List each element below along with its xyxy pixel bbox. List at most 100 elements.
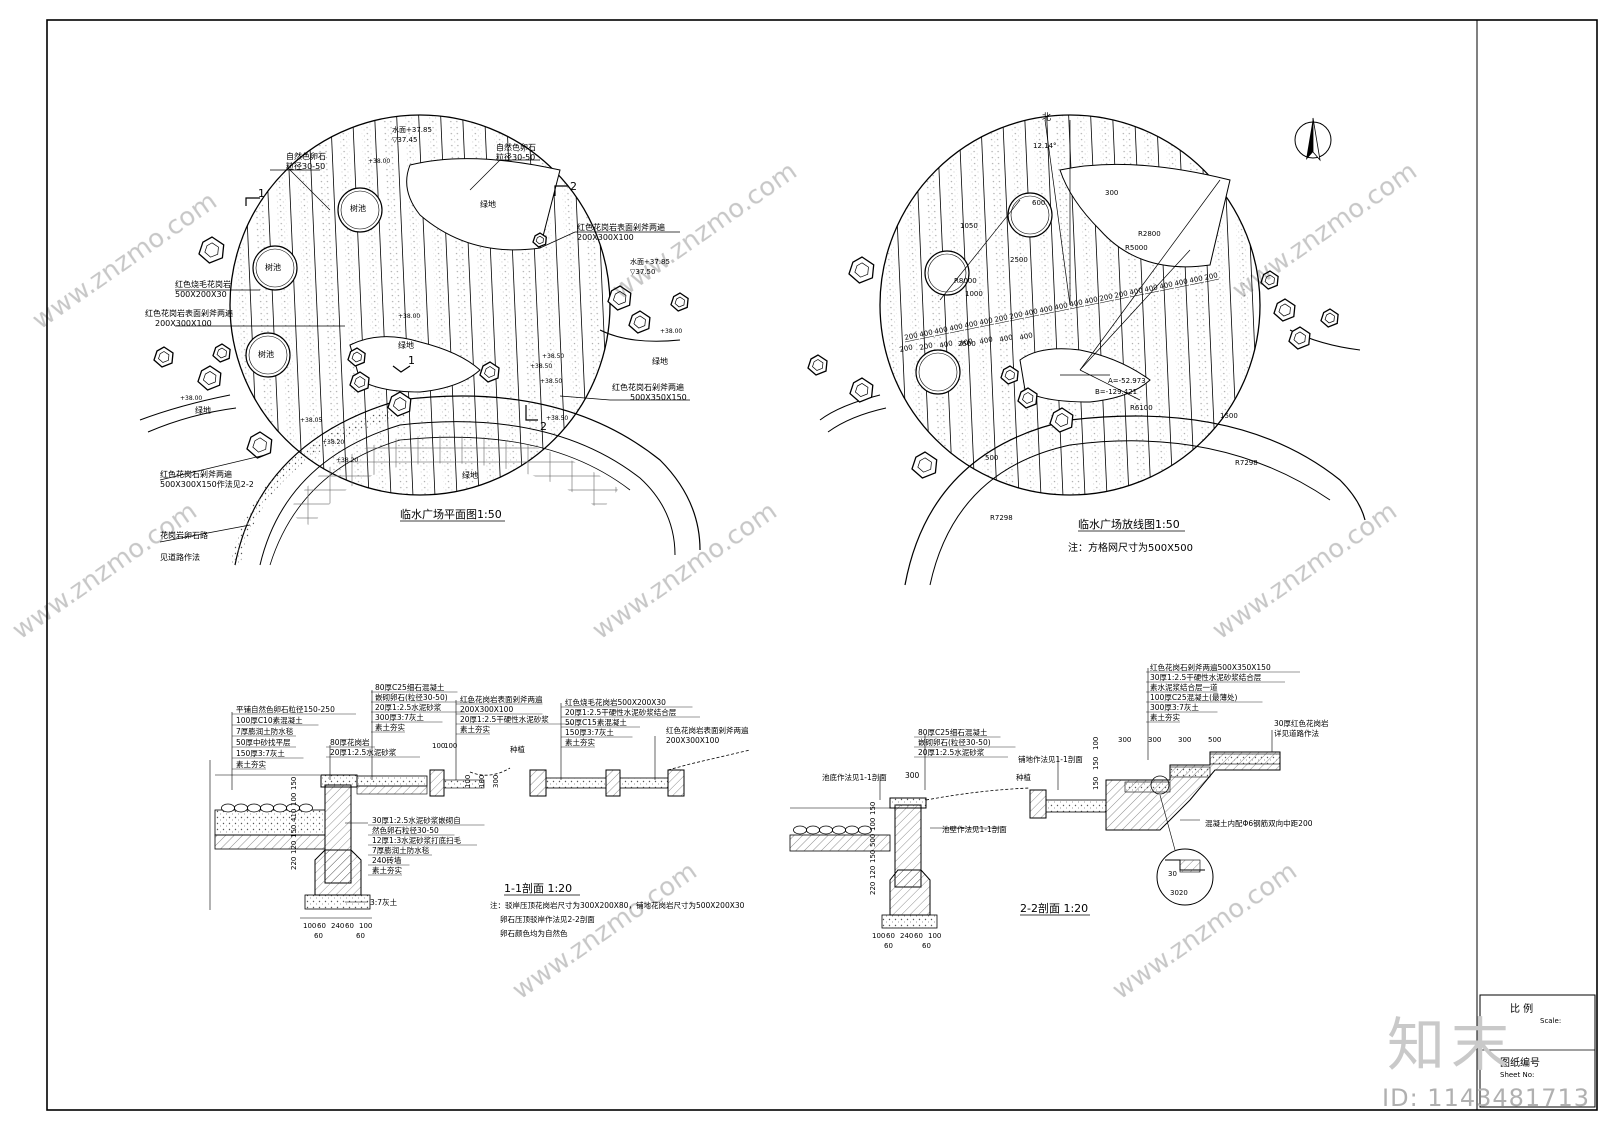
svg-text:30: 30 <box>1168 870 1177 878</box>
svg-text:100: 100 <box>444 742 457 750</box>
svg-text:60: 60 <box>914 932 923 940</box>
svg-text:20厚1:2.5干硬性水泥砂浆结合层: 20厚1:2.5干硬性水泥砂浆结合层 <box>565 707 677 717</box>
section-2-title: 2-2剖面 1:20 <box>1020 901 1088 915</box>
svg-text:150: 150 <box>869 802 877 815</box>
svg-text:+38.00: +38.00 <box>368 158 390 165</box>
svg-text:500X350X150: 500X350X150 <box>630 393 687 402</box>
svg-text:嵌砌卵石(粒径30-50): 嵌砌卵石(粒径30-50) <box>918 737 991 747</box>
tree-pit <box>337 187 383 233</box>
svg-text:R8000: R8000 <box>954 277 977 285</box>
svg-text:12厚1:3水泥砂浆打底扫毛: 12厚1:3水泥砂浆打底扫毛 <box>372 835 462 845</box>
svg-text:www.znzmo.com: www.znzmo.com <box>7 496 203 646</box>
plan-title: 临水广场平面图1:50 <box>400 507 502 521</box>
svg-text:www.znzmo.com: www.znzmo.com <box>1207 496 1403 646</box>
svg-text:红色花岗石剁斧两遍500X350X150: 红色花岗石剁斧两遍500X350X150 <box>1150 662 1271 672</box>
svg-text:2500: 2500 <box>1010 256 1028 264</box>
svg-text:400: 400 <box>934 325 949 336</box>
svg-text:平铺自然色卵石粒径150-250: 平铺自然色卵石粒径150-250 <box>236 704 335 714</box>
svg-text:120: 120 <box>869 866 877 879</box>
svg-text:400: 400 <box>949 322 964 333</box>
svg-text:200X300X100: 200X300X100 <box>666 736 719 745</box>
rock-icon <box>849 377 874 403</box>
svg-text:240: 240 <box>900 932 913 940</box>
outer-border <box>46 19 1598 1111</box>
svg-text:100厚C10素混凝土: 100厚C10素混凝土 <box>236 715 303 725</box>
svg-text:+38.50: +38.50 <box>540 378 562 385</box>
svg-text:北: 北 <box>1042 112 1051 123</box>
layout-plan-view: 北 12.14° 300 1050 600 2500 2500 1000 R28… <box>807 112 1366 586</box>
svg-text:150厚3:7灰土: 150厚3:7灰土 <box>236 748 285 758</box>
tree-pit <box>252 245 298 291</box>
svg-text:100: 100 <box>432 742 445 750</box>
svg-text:素土夯实: 素土夯实 <box>1150 712 1180 722</box>
svg-text:400: 400 <box>1129 286 1144 297</box>
svg-text:80厚花岗岩: 80厚花岗岩 <box>330 737 370 747</box>
svg-text:绿地: 绿地 <box>462 470 478 480</box>
svg-text:400: 400 <box>964 319 979 330</box>
svg-text:200: 200 <box>1114 289 1129 300</box>
svg-text:60: 60 <box>317 922 326 930</box>
svg-text:100: 100 <box>359 922 372 930</box>
rock-icon <box>1288 326 1311 350</box>
svg-text:80厚C25细石混凝土: 80厚C25细石混凝土 <box>918 727 988 737</box>
svg-text:400: 400 <box>1054 301 1069 312</box>
svg-text:见道路作法: 见道路作法 <box>160 552 200 562</box>
svg-text:400: 400 <box>1024 307 1039 318</box>
svg-text:图纸编号: 图纸编号 <box>1500 1056 1540 1069</box>
svg-text:铺地作法见1-1剖面: 铺地作法见1-1剖面 <box>1018 754 1083 764</box>
svg-text:20厚1:2.5干硬性水泥砂浆: 20厚1:2.5干硬性水泥砂浆 <box>460 714 549 724</box>
svg-text:素水泥浆结合层一道: 素水泥浆结合层一道 <box>1150 682 1218 692</box>
svg-text:100厚C25混凝土(最薄处): 100厚C25混凝土(最薄处) <box>1150 692 1238 702</box>
rock-icon <box>1260 270 1279 290</box>
svg-text:▽37.50: ▽37.50 <box>630 268 655 276</box>
north-arrow-icon <box>1294 117 1332 162</box>
svg-text:60: 60 <box>345 922 354 930</box>
svg-text:12.14°: 12.14° <box>1033 142 1057 150</box>
svg-text:220: 220 <box>869 882 877 895</box>
svg-text:比 例: 比 例 <box>1510 1002 1533 1015</box>
layout-title: 临水广场放线图1:50 <box>1078 517 1180 531</box>
svg-text:50厚中砂找平层: 50厚中砂找平层 <box>236 737 291 747</box>
svg-text:300厚3:7灰土: 300厚3:7灰土 <box>1150 702 1199 712</box>
rock-icon <box>479 361 500 383</box>
svg-text:100: 100 <box>290 793 298 806</box>
svg-text:7厚膨润土防水毯: 7厚膨润土防水毯 <box>236 726 294 736</box>
svg-text:注：方格网尺寸为500X500: 注：方格网尺寸为500X500 <box>1068 541 1193 554</box>
svg-text:红色花岗岩表面剁斧两遍: 红色花岗岩表面剁斧两遍 <box>145 308 233 318</box>
plan-pebble-label: 自然色卵石 <box>286 151 326 161</box>
section-2-2: 红色花岗石剁斧两遍500X350X15030厚1:2.5干硬性水泥砂浆结合层素水… <box>789 662 1329 950</box>
svg-text:240: 240 <box>331 922 344 930</box>
svg-text:400: 400 <box>919 328 934 339</box>
svg-text:200: 200 <box>1099 292 1114 303</box>
svg-text:500: 500 <box>1208 736 1221 744</box>
svg-text:自然色卵石: 自然色卵石 <box>496 142 536 152</box>
svg-text:红色花岗岩表面剁斧两遍: 红色花岗岩表面剁斧两遍 <box>577 222 665 232</box>
rock-icon <box>212 343 231 363</box>
svg-text:500X300X150作法见2-2: 500X300X150作法见2-2 <box>160 479 254 489</box>
svg-text:+38.00: +38.00 <box>180 395 202 402</box>
rock-icon <box>349 371 370 393</box>
svg-text:+38.20: +38.20 <box>336 457 358 464</box>
svg-text:粒径30-50: 粒径30-50 <box>496 152 535 162</box>
rock-icon <box>1320 308 1339 328</box>
svg-text:R6100: R6100 <box>1130 404 1153 412</box>
svg-text:60: 60 <box>884 942 893 950</box>
svg-text:7厚膨润土防水毯: 7厚膨润土防水毯 <box>372 845 430 855</box>
svg-text:水面+37.85: 水面+37.85 <box>392 125 432 134</box>
svg-text:300: 300 <box>1118 736 1131 744</box>
svg-text:200: 200 <box>904 331 919 342</box>
svg-text:100: 100 <box>478 775 486 788</box>
svg-text:红色花岗岩表面剁斧两遍: 红色花岗岩表面剁斧两遍 <box>460 694 543 704</box>
svg-text:3:7灰土: 3:7灰土 <box>370 897 398 907</box>
svg-text:400: 400 <box>1069 298 1084 309</box>
svg-text:400: 400 <box>999 333 1014 344</box>
svg-text:400: 400 <box>1159 280 1174 291</box>
svg-text:500X200X30: 500X200X30 <box>175 290 227 299</box>
svg-text:B=-129.421: B=-129.421 <box>1095 388 1137 396</box>
svg-text:300: 300 <box>905 771 920 780</box>
svg-text:20厚1:2.5水泥砂浆: 20厚1:2.5水泥砂浆 <box>330 747 397 757</box>
svg-text:R2800: R2800 <box>1138 230 1161 238</box>
rock-icon <box>670 292 689 312</box>
rock-icon <box>1017 387 1038 409</box>
svg-text:400: 400 <box>959 337 974 348</box>
